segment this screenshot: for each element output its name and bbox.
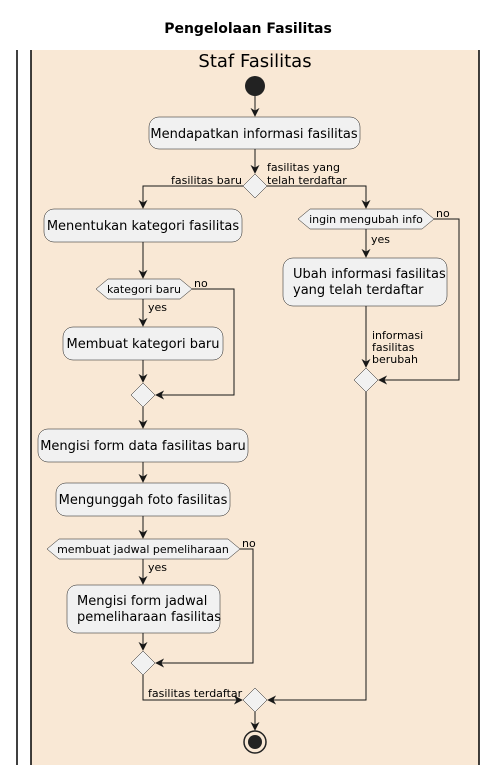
edge-change-no	[378, 218, 460, 385]
guard-info-changed-1: informasi	[372, 329, 423, 342]
guard-new-category-yes: yes	[148, 301, 167, 314]
guard-new-facility: fasilitas baru	[171, 174, 242, 187]
condition-schedule: membuat jadwal pemeliharaan	[57, 543, 229, 556]
start-node	[245, 76, 265, 96]
diagram-title: Pengelolaan Fasilitas	[164, 21, 332, 37]
activity-set-category-label: Menentukan kategori fasilitas	[47, 219, 240, 234]
edge-registered-branch	[267, 185, 371, 209]
guard-registered-1: fasilitas yang	[267, 161, 340, 174]
activity-upload-photo-label: Mengunggah foto fasilitas	[59, 493, 228, 508]
end-node-ring	[243, 730, 267, 754]
guard-registered-2: telah terdaftar	[267, 174, 347, 187]
decision-facility-type	[242, 173, 268, 199]
activity-change-info-label-1: Ubah informasi fasilitas	[293, 267, 446, 282]
guard-schedule-yes: yes	[148, 561, 167, 574]
guard-new-category-no: no	[194, 277, 208, 290]
edge-new-category-no	[155, 288, 235, 400]
end-node-dot	[248, 735, 262, 749]
swimlane-title: Staf Fasilitas	[198, 51, 311, 72]
activity-change-info-label-2: yang telah terdaftar	[293, 283, 424, 298]
guard-change-yes: yes	[371, 233, 390, 246]
activity-fill-schedule	[66, 584, 221, 634]
condition-change-info: ingin mengubah info	[309, 213, 423, 226]
edge-right-merge-to-final	[267, 392, 367, 705]
guard-change-no: no	[436, 207, 450, 220]
activity-change-info	[282, 257, 448, 307]
guard-schedule-no: no	[242, 537, 256, 550]
activity-fill-form-label: Mengisi form data fasilitas baru	[40, 439, 246, 454]
edge-merge-to-final	[142, 675, 243, 705]
activity-fill-schedule-label-1: Mengisi form jadwal	[77, 594, 207, 609]
activity-new-category-label: Membuat kategori baru	[66, 337, 219, 352]
edge-schedule-no	[155, 548, 254, 668]
edge-new-facility-branch	[138, 185, 243, 209]
condition-new-category: kategori baru	[107, 283, 181, 296]
activity-fill-schedule-label-2: pemeliharaan fasilitas	[77, 610, 221, 625]
guard-info-changed-3: berubah	[372, 353, 418, 366]
guard-facility-registered: fasilitas terdaftar	[148, 687, 243, 700]
activity-get-info-label: Mendapatkan informasi fasilitas	[150, 127, 357, 142]
guard-info-changed-2: fasilitas	[372, 341, 415, 354]
